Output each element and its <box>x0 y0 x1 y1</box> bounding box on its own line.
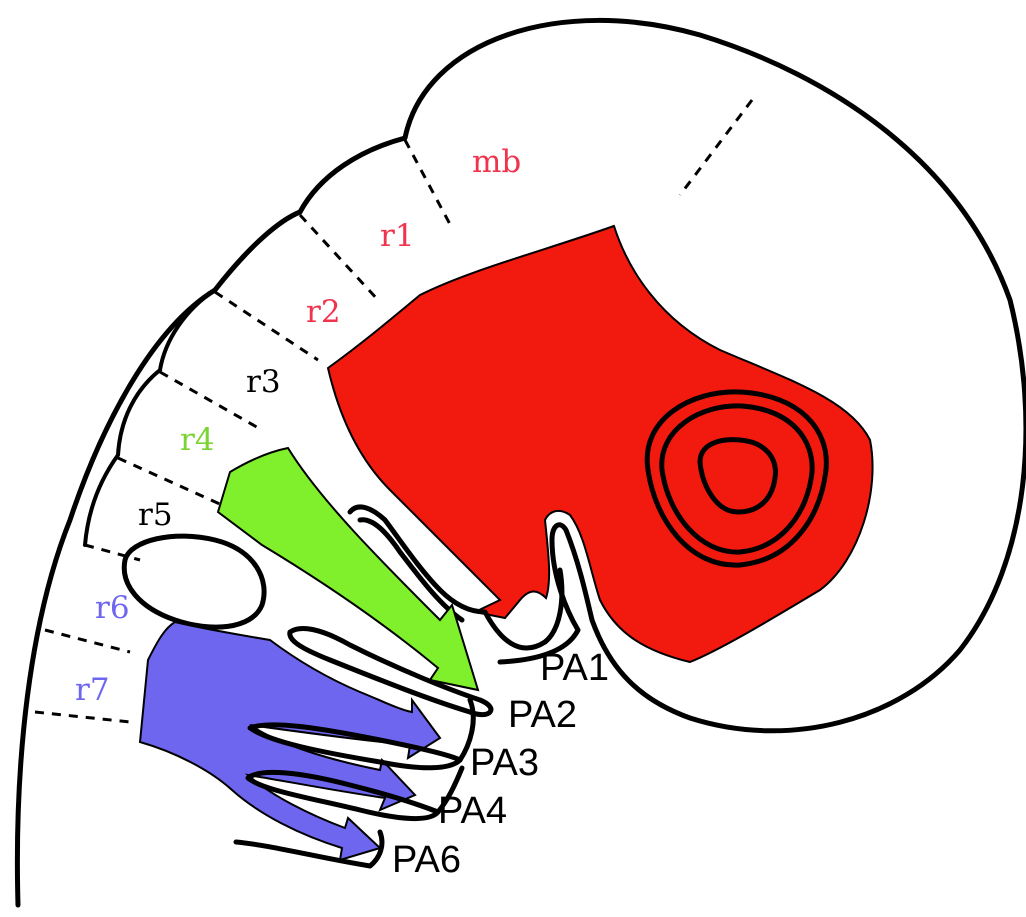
boundary-r7-end <box>35 712 130 722</box>
label-r5: r5 <box>138 497 173 533</box>
boundary-mb-r1 <box>405 140 452 228</box>
boundary-r1-r2 <box>300 215 378 300</box>
label-r7: r7 <box>75 672 110 708</box>
boundary-r6-r7 <box>45 630 130 652</box>
label-pa4: PA4 <box>438 790 507 832</box>
label-r3: r3 <box>246 364 281 400</box>
label-pa2: PA2 <box>508 694 577 736</box>
boundary-r2-r3 <box>215 292 318 360</box>
label-r6: r6 <box>95 590 130 626</box>
boundary-midbrain <box>680 100 752 195</box>
label-r2: r2 <box>306 294 341 330</box>
label-r4: r4 <box>180 422 215 458</box>
label-mb: mb <box>472 144 521 180</box>
label-pa1: PA1 <box>540 647 609 689</box>
label-r1: r1 <box>380 218 415 254</box>
otic-vesicle <box>124 536 264 627</box>
label-pa6: PA6 <box>392 839 461 881</box>
label-pa3: PA3 <box>470 742 539 784</box>
